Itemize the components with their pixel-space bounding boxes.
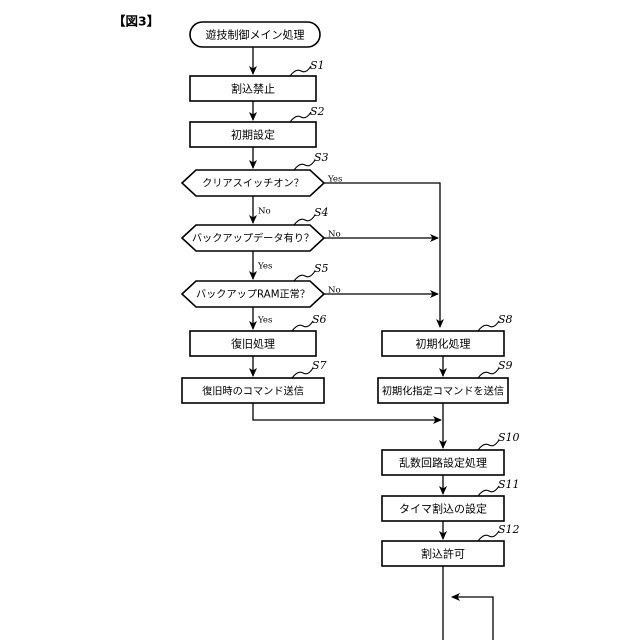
leader-s1: [289, 65, 312, 77]
node-start-shape: [189, 21, 321, 48]
node-s7-label: 復旧時のコマンド送信: [202, 385, 304, 398]
leader-s11: [477, 485, 500, 497]
node-s8-shape: [381, 330, 505, 357]
node-s12-shape: [381, 540, 505, 567]
branch-label-s3-yes: Yes: [327, 175, 342, 185]
node-s1-shape: [189, 75, 317, 102]
node-s6[interactable]: 復旧処理: [189, 330, 317, 357]
node-s10[interactable]: 乱数回路設定処理: [381, 449, 505, 476]
loop-back-path: [451, 593, 494, 640]
node-s5-label: バックアップRAM正常？: [196, 288, 310, 301]
leader-s9: [477, 367, 500, 379]
step-tag-s5: S5: [314, 262, 329, 275]
leader-s4: [293, 214, 316, 226]
node-s10-shape: [381, 449, 505, 476]
connector-s7-merge: [252, 403, 442, 424]
node-s1[interactable]: 割込禁止: [189, 75, 317, 102]
step-tag-s7: S7: [312, 359, 327, 372]
leader-s2: [289, 111, 312, 123]
connector-layer: [249, 47, 494, 640]
step-tag-s4: S4: [314, 206, 329, 219]
node-s2[interactable]: 初期設定: [189, 121, 317, 148]
node-s3[interactable]: クリアスイッチオン？: [180, 169, 326, 197]
node-s4[interactable]: バックアップデータ有り？: [180, 224, 326, 252]
branch-label-s5-yes: Yes: [257, 316, 272, 326]
node-s8-label: 初期化処理: [416, 337, 471, 351]
branch-label-layer: Yes No No Yes No Yes: [257, 175, 342, 326]
node-s8[interactable]: 初期化処理: [381, 330, 505, 357]
node-s6-shape: [189, 330, 317, 357]
leader-s6: [291, 320, 314, 332]
leader-s3: [293, 159, 316, 171]
figure-caption: 【図3】: [113, 14, 159, 29]
step-tag-s1: S1: [310, 59, 325, 72]
node-s3-shape: [180, 169, 326, 197]
node-s7[interactable]: 復旧時のコマンド送信: [181, 377, 325, 404]
branch-label-s4-yes: Yes: [257, 262, 272, 272]
step-tag-s3: S3: [314, 151, 329, 164]
node-s9-shape: [377, 377, 509, 404]
leader-s10: [477, 439, 500, 451]
node-s12[interactable]: 割込許可: [381, 540, 505, 567]
node-s11[interactable]: タイマ割込の設定: [381, 495, 505, 522]
step-tag-s11: S11: [498, 478, 520, 491]
node-s7-shape: [181, 377, 325, 404]
leader-s8: [477, 320, 500, 332]
leader-s12: [477, 530, 500, 542]
branch-label-s5-no: No: [328, 286, 341, 296]
node-s4-label: バックアップデータ有り？: [192, 232, 314, 245]
node-s5[interactable]: バックアップRAM正常？: [180, 280, 326, 308]
node-s9-label: 初期化指定コマンドを送信: [382, 385, 504, 398]
node-s4-shape: [180, 224, 326, 252]
leader-s5: [293, 270, 316, 282]
node-s6-label: 復旧処理: [231, 338, 275, 351]
step-leader-layer: [289, 65, 500, 542]
branch-label-s4-no: No: [328, 230, 341, 240]
branch-label-s3-no: No: [258, 207, 271, 217]
node-s1-label: 割込禁止: [231, 82, 275, 96]
node-s5-shape: [180, 280, 326, 308]
step-tag-s10: S10: [498, 431, 520, 444]
leader-s7: [291, 367, 314, 379]
node-start[interactable]: 遊技制御メイン処理: [189, 21, 321, 48]
step-tag-s9: S9: [498, 359, 513, 372]
step-tag-s6: S6: [312, 313, 327, 326]
node-s3-label: クリアスイッチオン？: [202, 178, 304, 190]
step-tag-s2: S2: [310, 105, 325, 118]
node-s9[interactable]: 初期化指定コマンドを送信: [377, 377, 509, 404]
node-s2-shape: [189, 121, 317, 148]
node-s11-label: タイマ割込の設定: [399, 502, 487, 516]
step-tag-s8: S8: [498, 313, 513, 326]
node-s12-label: 割込許可: [421, 547, 465, 561]
node-s2-label: 初期設定: [231, 128, 275, 142]
node-s11-shape: [381, 495, 505, 522]
connector-s3-yes-bus: [324, 182, 444, 328]
step-tag-s12: S12: [498, 523, 520, 536]
node-s10-label: 乱数回路設定処理: [399, 456, 487, 470]
node-start-label: 遊技制御メイン処理: [206, 28, 305, 42]
step-tag-layer: S1 S2 S3 S4 S5 S6 S7 S8 S9 S10 S11 S12: [310, 59, 520, 536]
